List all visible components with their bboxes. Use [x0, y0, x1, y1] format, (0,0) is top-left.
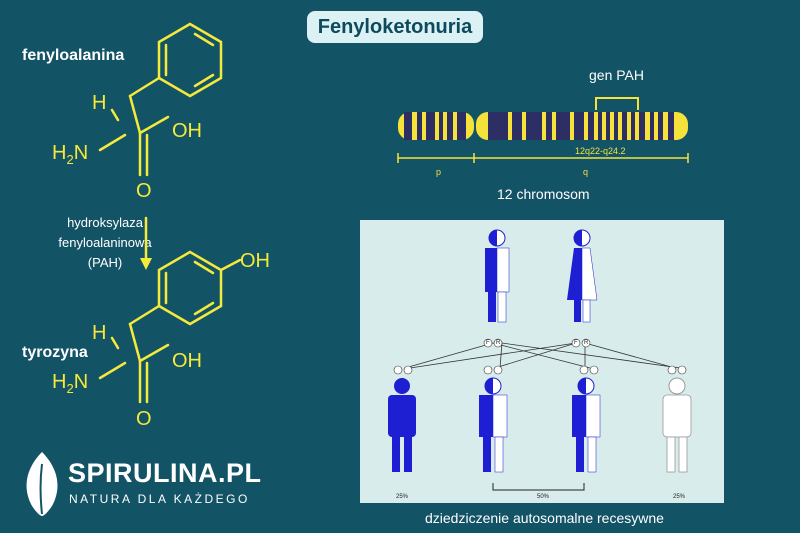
nh2-bond	[98, 133, 127, 152]
chromosome-12	[397, 97, 689, 163]
phenylalanine-label: fenyloalanina	[22, 47, 125, 64]
pct-healthy: 25%	[673, 494, 686, 500]
inheritance-diagram	[388, 229, 692, 491]
pct-affected: 25%	[396, 494, 409, 500]
band-label: 12q22-q24.2	[575, 146, 626, 156]
bracket-50	[492, 483, 585, 491]
h-bond	[110, 108, 120, 122]
inheritance-caption: dziedziczenie autosomalne recesywne	[425, 510, 664, 526]
h-bond-tyr	[110, 336, 120, 350]
phe-h2-sub: 2	[66, 152, 74, 167]
parent-r-allele-2: R	[584, 340, 589, 346]
inheritance-panel	[360, 220, 724, 503]
tyrosine-benzene-ring	[157, 250, 223, 326]
child-affected	[388, 378, 416, 472]
brand-tagline: NATURA DLA KAŻDEGO	[69, 492, 250, 506]
nh2-bond-tyr	[98, 361, 127, 380]
child-allele-circles	[393, 365, 687, 375]
chromosome-bands	[404, 112, 674, 140]
parent-f-allele-1: F	[486, 340, 490, 346]
alpha-bond-tyr	[128, 322, 142, 363]
arm-scale	[397, 153, 689, 163]
enzyme-label: hydroksylaza fenyloalaninowa (PAH)	[40, 213, 170, 273]
tyr-atom-h: H	[92, 322, 107, 344]
tyr-ring-oh: OH	[240, 250, 270, 272]
reaction-arrow-head	[140, 258, 152, 270]
parent-allele-circles	[483, 338, 591, 348]
phe-nh2-group: H2N	[52, 142, 88, 167]
tyr-h2-sub: 2	[66, 381, 74, 396]
phe-h2-h: H	[52, 142, 67, 164]
oh-bond	[138, 115, 170, 135]
tyr-nh2-group: H2N	[52, 371, 88, 396]
phe-atom-o: O	[136, 180, 152, 202]
enzyme-line-3: (PAH)	[87, 255, 123, 270]
inheritance-lines	[404, 342, 681, 369]
phe-n: N	[73, 142, 89, 164]
tyr-atom-o: O	[136, 408, 152, 430]
phe-oh: OH	[172, 120, 202, 142]
tyrosine-label: tyrozyna	[22, 344, 88, 361]
parent-mother	[567, 229, 598, 323]
pct-carrier: 50%	[537, 494, 550, 500]
page-title: Fenyloketonuria	[307, 11, 483, 43]
parent-father	[485, 229, 510, 323]
child-healthy	[662, 377, 692, 473]
phenylalanine-benzene-ring	[157, 22, 223, 98]
gene-bracket	[595, 97, 639, 110]
ch2-bond	[128, 76, 161, 98]
chromosome-caption: 12 chromosom	[497, 186, 590, 202]
gene-pah-label: gen PAH	[589, 67, 644, 83]
ch2-bond-tyr	[128, 304, 161, 326]
tyr-h2-h: H	[52, 371, 67, 393]
alpha-bond	[128, 94, 142, 135]
oh-ring-bond	[219, 258, 242, 272]
arm-q-label: q	[583, 167, 589, 177]
enzyme-line-2: fenyloalaninowa	[58, 235, 152, 250]
tyr-oh: OH	[172, 350, 202, 372]
parent-f-allele-2: F	[574, 340, 578, 346]
parent-r-allele-1: R	[496, 340, 501, 346]
leaf-logo-icon	[26, 452, 58, 516]
oh-bond-tyr	[138, 343, 170, 363]
brand-name: SPIRULINA.PL	[68, 458, 262, 488]
tyr-n: N	[73, 371, 89, 393]
enzyme-line-1: hydroksylaza	[67, 215, 143, 230]
phe-atom-h: H	[92, 92, 107, 114]
child-carrier-2	[572, 377, 601, 473]
arm-p-label: p	[436, 167, 442, 177]
child-carrier-1	[479, 377, 508, 473]
